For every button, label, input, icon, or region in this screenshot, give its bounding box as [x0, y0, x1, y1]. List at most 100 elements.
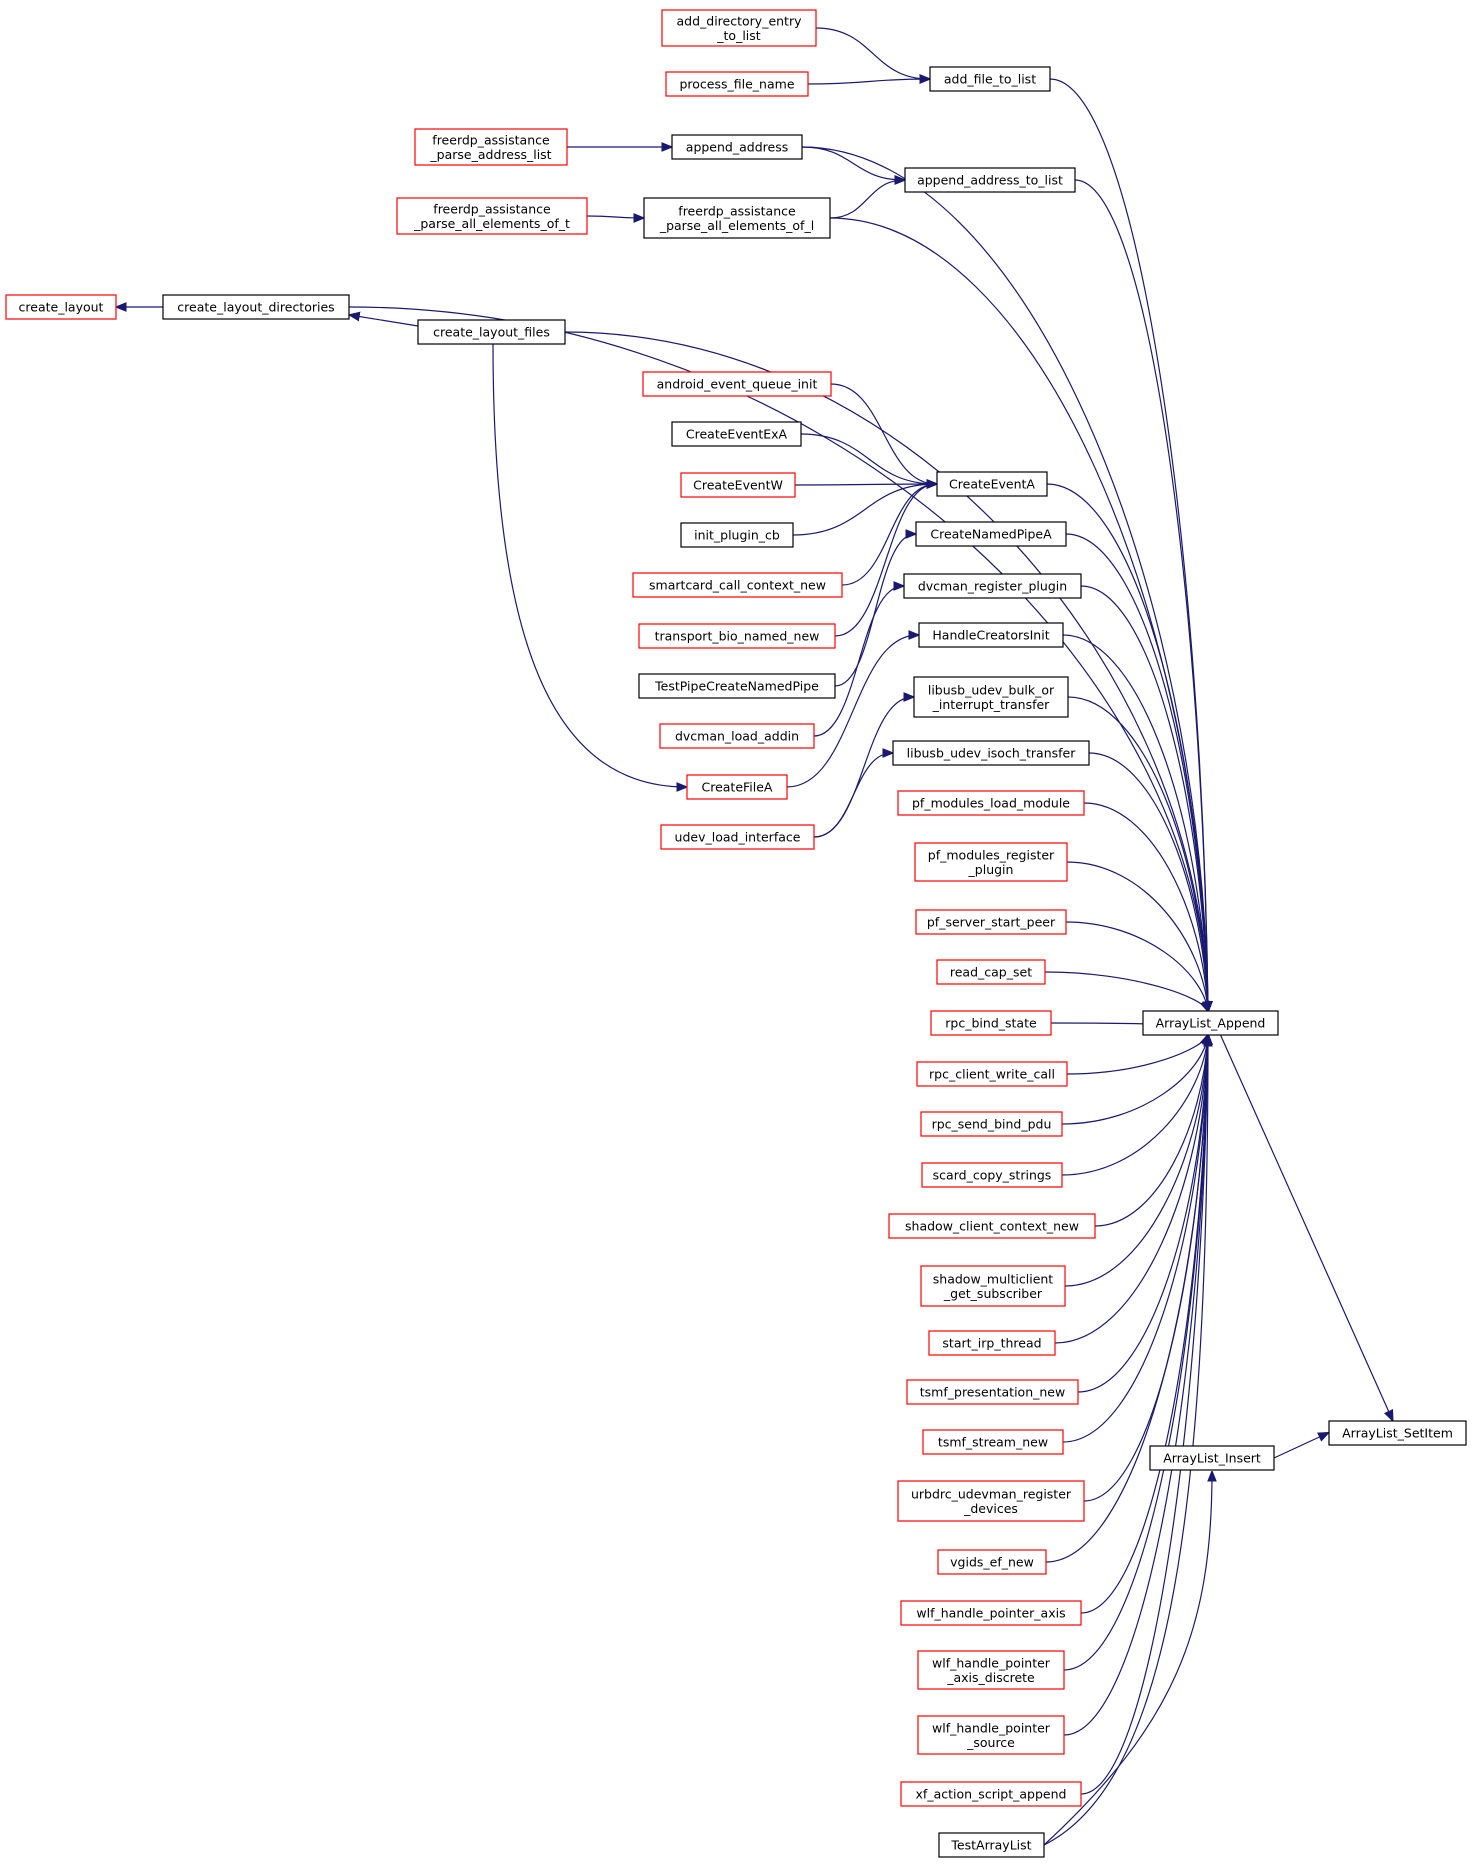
- node-xf-action-script-append[interactable]: xf_action_script_append: [900, 1781, 1082, 1807]
- call-edge: [1080, 1035, 1208, 1795]
- node-scard-copy-strings[interactable]: scard_copy_strings: [921, 1162, 1063, 1188]
- node-box: [680, 472, 796, 498]
- node-android-event-queue-init[interactable]: android_event_queue_init: [642, 371, 832, 397]
- node-test-array-list[interactable]: TestArrayList: [938, 1832, 1045, 1858]
- node-shadow-client-ctx-new[interactable]: shadow_client_context_new: [888, 1213, 1096, 1239]
- node-read-cap-set[interactable]: read_cap_set: [936, 959, 1046, 985]
- node-libusb-bulk[interactable]: libusb_udev_bulk_or_interrupt_transfer: [913, 676, 1069, 718]
- node-smartcard-ctx-new[interactable]: smartcard_call_context_new: [632, 572, 843, 598]
- node-label: CreateEventW: [693, 478, 783, 493]
- node-create-file-a[interactable]: CreateFileA: [686, 774, 788, 800]
- call-edge: [1074, 179, 1208, 1011]
- node-arraylist-insert[interactable]: ArrayList_Insert: [1149, 1445, 1275, 1471]
- node-rpc-bind-state[interactable]: rpc_bind_state: [930, 1010, 1052, 1036]
- call-edge: [348, 306, 1208, 1011]
- node-pf-modules-register[interactable]: pf_modules_register_plugin: [914, 842, 1068, 882]
- node-box: [914, 842, 1068, 882]
- node-box: [1142, 1010, 1279, 1036]
- node-box: [903, 573, 1082, 599]
- node-box: [1149, 1445, 1275, 1471]
- node-start-irp-thread[interactable]: start_irp_thread: [928, 1330, 1056, 1356]
- node-label: dvcman_load_addin: [675, 729, 799, 744]
- node-tsmf-stream-new[interactable]: tsmf_stream_new: [922, 1429, 1064, 1455]
- node-box: [936, 959, 1046, 985]
- call-edge: [800, 433, 936, 484]
- node-label: wlf_handle_pointer: [932, 1655, 1051, 1670]
- call-edge: [1044, 971, 1208, 1011]
- node-shadow-multiclient[interactable]: shadow_multiclient_get_subscriber: [920, 1265, 1066, 1307]
- call-edge: [792, 484, 936, 536]
- node-freerdp-all-t[interactable]: freerdp_assistance_parse_all_elements_of…: [396, 197, 588, 235]
- node-create-layout-dirs[interactable]: create_layout_directories: [162, 294, 350, 320]
- node-append-address[interactable]: append_address: [671, 134, 803, 160]
- node-box: [897, 1480, 1085, 1522]
- node-process-file-name[interactable]: process_file_name: [665, 71, 809, 97]
- call-edge: [801, 146, 1208, 1011]
- node-box: [1328, 1420, 1467, 1446]
- node-pf-server-start-peer[interactable]: pf_server_start_peer: [915, 909, 1067, 935]
- call-edge: [834, 484, 936, 637]
- node-box: [929, 66, 1051, 92]
- node-label: freerdp_assistance: [433, 201, 551, 216]
- node-rpc-client-write-call[interactable]: rpc_client_write_call: [916, 1061, 1068, 1087]
- node-init-plugin-cb[interactable]: init_plugin_cb: [680, 522, 794, 548]
- node-create-layout-files[interactable]: create_layout_files: [417, 319, 566, 345]
- node-wlf-pointer-axis[interactable]: wlf_handle_pointer_axis: [900, 1600, 1082, 1626]
- call-edge: [1083, 1035, 1208, 1502]
- call-edge: [1219, 1034, 1393, 1420]
- node-box: [659, 723, 815, 749]
- node-box: [920, 1111, 1063, 1137]
- node-wlf-pointer-source[interactable]: wlf_handle_pointer_source: [917, 1715, 1065, 1755]
- node-dvcman-register-plugin[interactable]: dvcman_register_plugin: [903, 573, 1082, 599]
- node-append-address-to-list[interactable]: append_address_to_list: [904, 167, 1076, 193]
- call-edge: [1080, 585, 1208, 1011]
- node-label: start_irp_thread: [942, 1336, 1041, 1351]
- node-transport-bio-named-new[interactable]: transport_bio_named_new: [638, 623, 836, 649]
- node-add-file-to-list[interactable]: add_file_to_list: [929, 66, 1051, 92]
- node-label: add_file_to_list: [944, 72, 1036, 87]
- node-wlf-pointer-axis-discrete[interactable]: wlf_handle_pointer_axis_discrete: [917, 1650, 1065, 1690]
- node-arraylist-setitem[interactable]: ArrayList_SetItem: [1328, 1420, 1467, 1446]
- node-box: [661, 9, 817, 47]
- node-freerdp-all-l[interactable]: freerdp_assistance_parse_all_elements_of…: [643, 197, 831, 239]
- node-box: [643, 197, 831, 239]
- call-edge: [1062, 1035, 1208, 1443]
- node-udev-load-interface[interactable]: udev_load_interface: [660, 824, 815, 850]
- node-create-event-exa[interactable]: CreateEventExA: [671, 421, 802, 447]
- node-create-event-a[interactable]: CreateEventA: [936, 471, 1048, 497]
- node-create-layout[interactable]: create_layout: [5, 294, 117, 320]
- call-edge: [1061, 1035, 1208, 1125]
- node-label: udev_load_interface: [675, 830, 801, 845]
- node-add-dir-entry[interactable]: add_directory_entry_to_list: [661, 9, 817, 47]
- node-libusb-isoch[interactable]: libusb_udev_isoch_transfer: [892, 740, 1090, 766]
- node-urbdrc-register[interactable]: urbdrc_udevman_register_devices: [897, 1480, 1085, 1522]
- node-vgids-ef-new[interactable]: vgids_ef_new: [937, 1549, 1047, 1575]
- node-dvcman-load-addin[interactable]: dvcman_load_addin: [659, 723, 815, 749]
- node-box: [906, 1379, 1079, 1405]
- node-box: [897, 790, 1085, 816]
- node-box: [417, 319, 566, 345]
- node-freerdp-addr-list[interactable]: freerdp_assistance_parse_address_list: [414, 128, 568, 166]
- call-edge: [1067, 696, 1208, 1011]
- node-create-event-w[interactable]: CreateEventW: [680, 472, 796, 498]
- node-handle-creators-init[interactable]: HandleCreatorsInit: [918, 622, 1064, 648]
- call-edge: [1045, 1035, 1208, 1563]
- call-edge: [813, 697, 913, 838]
- call-edge: [829, 217, 1208, 1011]
- call-edge: [815, 27, 929, 79]
- node-label: _devices: [963, 1501, 1018, 1516]
- node-pf-modules-load[interactable]: pf_modules_load_module: [897, 790, 1085, 816]
- node-tsmf-presentation-new[interactable]: tsmf_presentation_new: [906, 1379, 1079, 1405]
- node-label: libusb_udev_bulk_or: [928, 682, 1055, 697]
- node-create-named-pipe-a[interactable]: CreateNamedPipeA: [915, 521, 1067, 547]
- node-rpc-send-bind-pdu[interactable]: rpc_send_bind_pdu: [920, 1111, 1063, 1137]
- node-test-pipe-create[interactable]: TestPipeCreateNamedPipe: [638, 673, 836, 699]
- call-edge: [1066, 861, 1208, 1011]
- node-box: [671, 134, 803, 160]
- node-box: [632, 572, 843, 598]
- node-label: libusb_udev_isoch_transfer: [907, 746, 1077, 761]
- node-box: [918, 622, 1064, 648]
- node-arraylist-append[interactable]: ArrayList_Append: [1142, 1010, 1279, 1036]
- node-label: create_layout_files: [433, 325, 550, 340]
- call-edge: [1066, 1035, 1208, 1075]
